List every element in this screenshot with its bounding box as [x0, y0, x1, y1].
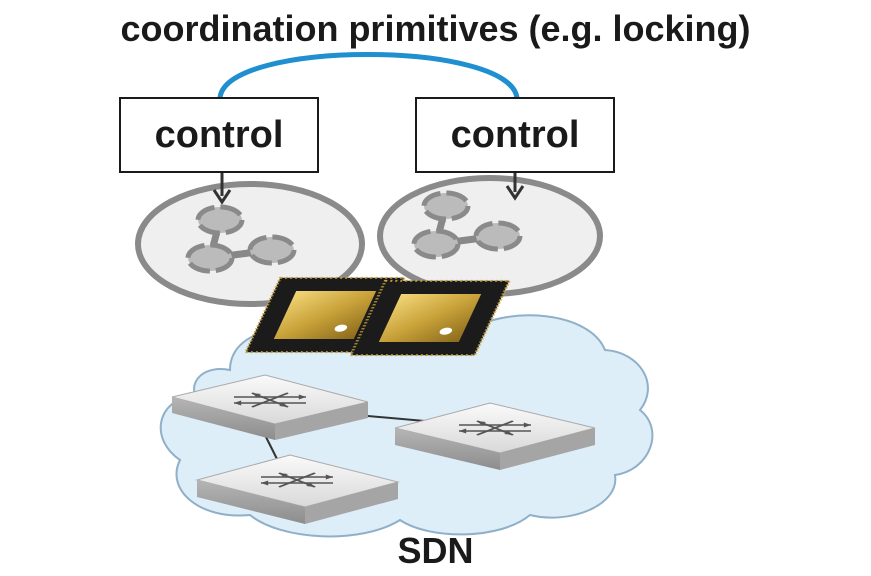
network-switch-icon	[195, 454, 400, 524]
controller-ellipse-right	[377, 175, 603, 297]
network-switch-icon	[394, 402, 596, 470]
control-arrow-right	[505, 172, 525, 201]
coordination-arc	[217, 52, 520, 99]
control-arrow-left	[212, 172, 232, 205]
diagram-title: coordination primitives (e.g. locking)	[120, 8, 751, 49]
control-box-right: control	[415, 97, 615, 173]
controller-ellipse-left	[135, 181, 365, 307]
network-switch-icon	[171, 374, 369, 440]
sdn-label: SDN	[397, 530, 474, 571]
cpu-chip-icon	[348, 279, 512, 357]
control-box-left: control	[119, 97, 319, 173]
